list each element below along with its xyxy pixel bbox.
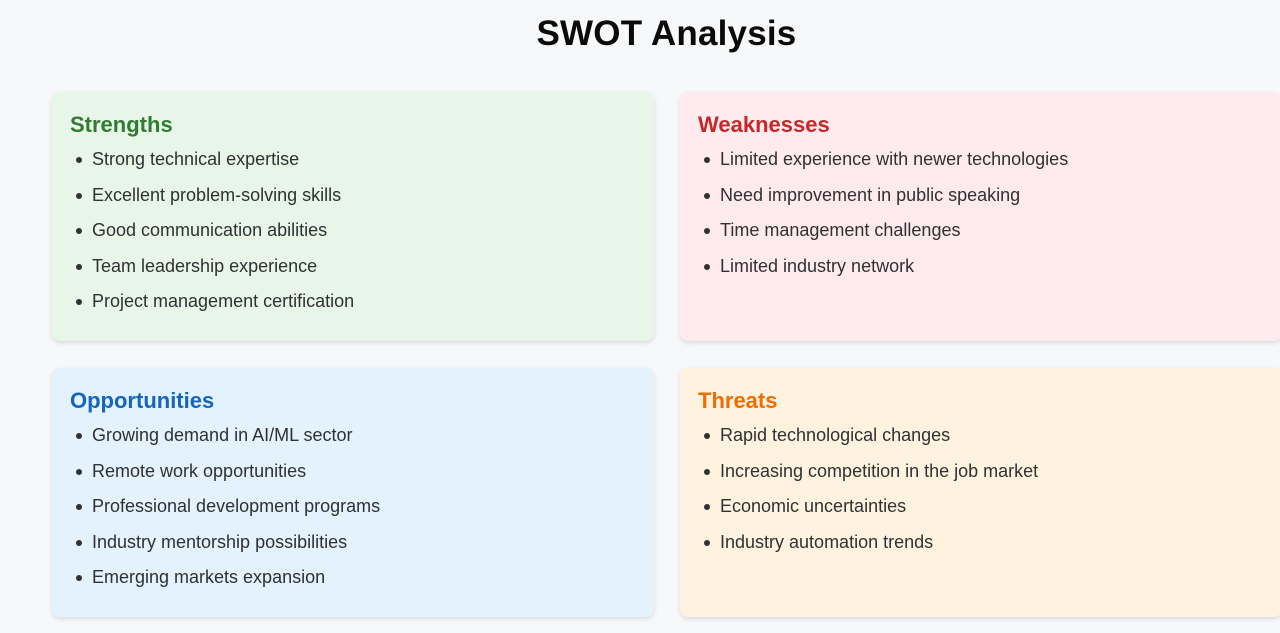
- list-item: Industry automation trends: [698, 531, 1264, 553]
- opportunities-list: Growing demand in AI/ML sector Remote wo…: [70, 424, 636, 588]
- list-item: Excellent problem-solving skills: [70, 184, 636, 206]
- bullet-icon: [76, 192, 82, 199]
- strengths-list: Strong technical expertise Excellent pro…: [70, 148, 636, 312]
- opportunities-card: Opportunities Growing demand in AI/ML se…: [52, 368, 654, 617]
- threats-list: Rapid technological changes Increasing c…: [698, 424, 1264, 553]
- bullet-icon: [704, 504, 710, 511]
- list-item-text: Time management challenges: [720, 220, 961, 241]
- opportunities-heading: Opportunities: [70, 388, 215, 413]
- threats-card: Threats Rapid technological changes Incr…: [680, 368, 1280, 617]
- list-item-text: Project management certification: [92, 291, 355, 312]
- bullet-icon: [76, 504, 82, 511]
- list-item-text: Industry automation trends: [720, 531, 934, 552]
- list-item-text: Rapid technological changes: [720, 425, 951, 445]
- list-item-text: Professional development programs: [92, 496, 381, 517]
- list-item: Limited experience with newer technologi…: [698, 148, 1264, 170]
- list-item: Need improvement in public speaking: [698, 184, 1264, 206]
- list-item: Increasing competition in the job market: [698, 460, 1264, 482]
- bullet-icon: [76, 263, 82, 270]
- list-item-text: Industry mentorship possibilities: [92, 531, 348, 552]
- list-item: Emerging markets expansion: [70, 566, 636, 588]
- list-item: Professional development programs: [70, 495, 636, 517]
- list-item: Time management challenges: [698, 219, 1264, 241]
- bullet-icon: [704, 539, 710, 546]
- weaknesses-card: Weaknesses Limited experience with newer…: [680, 92, 1280, 341]
- strengths-heading: Strengths: [70, 112, 173, 137]
- bullet-icon: [704, 263, 710, 270]
- bullet-icon: [76, 539, 82, 546]
- list-item: Industry mentorship possibilities: [70, 531, 636, 553]
- bullet-icon: [76, 157, 82, 163]
- list-item: Strong technical expertise: [70, 148, 636, 170]
- list-item-text: Limited experience with newer technologi…: [720, 149, 1069, 169]
- list-item-text: Excellent problem-solving skills: [92, 184, 342, 205]
- page-title: SWOT Analysis: [536, 14, 797, 53]
- list-item-text: Increasing competition in the job market: [720, 460, 1039, 481]
- list-item: Limited industry network: [698, 255, 1264, 277]
- list-item-text: Limited industry network: [720, 255, 915, 276]
- list-item: Team leadership experience: [70, 255, 636, 277]
- bullet-icon: [704, 157, 710, 163]
- bullet-icon: [76, 575, 82, 582]
- list-item-text: Emerging markets expansion: [92, 567, 326, 588]
- bullet-icon: [76, 228, 82, 235]
- list-item-text: Need improvement in public speaking: [720, 184, 1021, 205]
- bullet-icon: [76, 468, 82, 475]
- bullet-icon: [76, 299, 82, 306]
- list-item: Economic uncertainties: [698, 495, 1264, 517]
- bullet-icon: [704, 468, 710, 475]
- list-item-text: Economic uncertainties: [720, 496, 907, 517]
- list-item: Project management certification: [70, 290, 636, 312]
- list-item: Remote work opportunities: [70, 460, 636, 482]
- weaknesses-heading: Weaknesses: [698, 112, 830, 137]
- list-item-text: Remote work opportunities: [92, 460, 307, 481]
- threats-heading: Threats: [698, 388, 778, 413]
- list-item-text: Growing demand in AI/ML sector: [92, 425, 353, 445]
- list-item-text: Team leadership experience: [92, 255, 318, 276]
- bullet-icon: [704, 228, 710, 235]
- bullet-icon: [76, 433, 82, 439]
- list-item: Rapid technological changes: [698, 424, 1264, 446]
- weaknesses-list: Limited experience with newer technologi…: [698, 148, 1264, 277]
- list-item: Good communication abilities: [70, 219, 636, 241]
- bullet-icon: [704, 433, 710, 439]
- bullet-icon: [704, 192, 710, 199]
- strengths-card: Strengths Strong technical expertise Exc…: [52, 92, 654, 341]
- list-item: Growing demand in AI/ML sector: [70, 424, 636, 446]
- list-item-text: Strong technical expertise: [92, 149, 300, 169]
- list-item-text: Good communication abilities: [92, 220, 328, 241]
